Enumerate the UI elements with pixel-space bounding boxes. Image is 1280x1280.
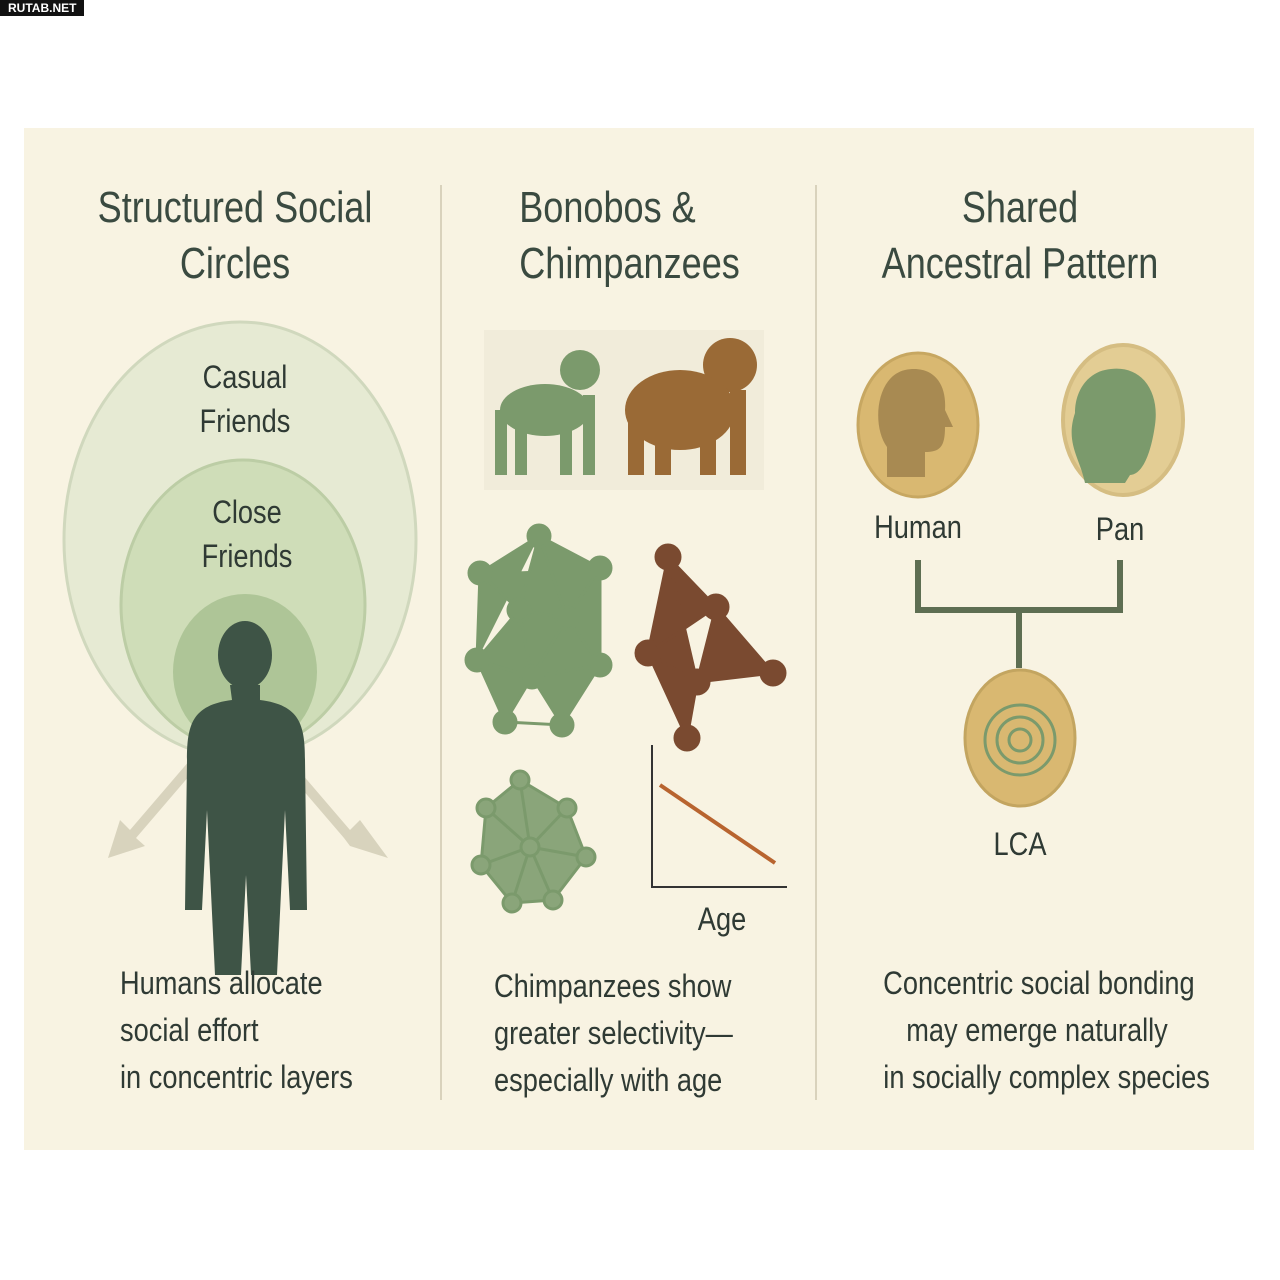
column-divider bbox=[815, 185, 817, 1100]
lca-target-icon bbox=[963, 668, 1077, 808]
watermark: RUTAB.NET bbox=[0, 0, 85, 16]
bonobo-icon bbox=[495, 350, 600, 475]
column-divider bbox=[440, 185, 442, 1100]
column-title: Bonobos &Chimpanzees bbox=[519, 183, 740, 288]
human-head-icon bbox=[856, 351, 980, 499]
human-label: Human bbox=[874, 509, 962, 545]
arrow-left-icon bbox=[108, 760, 196, 858]
pan-label: Pan bbox=[1095, 511, 1145, 547]
lineage-tree bbox=[915, 560, 1123, 668]
chimpanzee-icon bbox=[625, 338, 757, 475]
age-decline-chart bbox=[651, 745, 787, 888]
arrow-right-icon bbox=[284, 760, 388, 858]
pan-head-icon bbox=[1061, 343, 1185, 497]
small-network-icon bbox=[470, 769, 597, 914]
bonobo-network-icon bbox=[464, 523, 613, 738]
age-axis-label: Age bbox=[697, 901, 747, 937]
lca-label: LCA bbox=[993, 826, 1047, 862]
chimp-network-icon bbox=[634, 543, 787, 752]
person-silhouette-icon bbox=[185, 621, 307, 975]
